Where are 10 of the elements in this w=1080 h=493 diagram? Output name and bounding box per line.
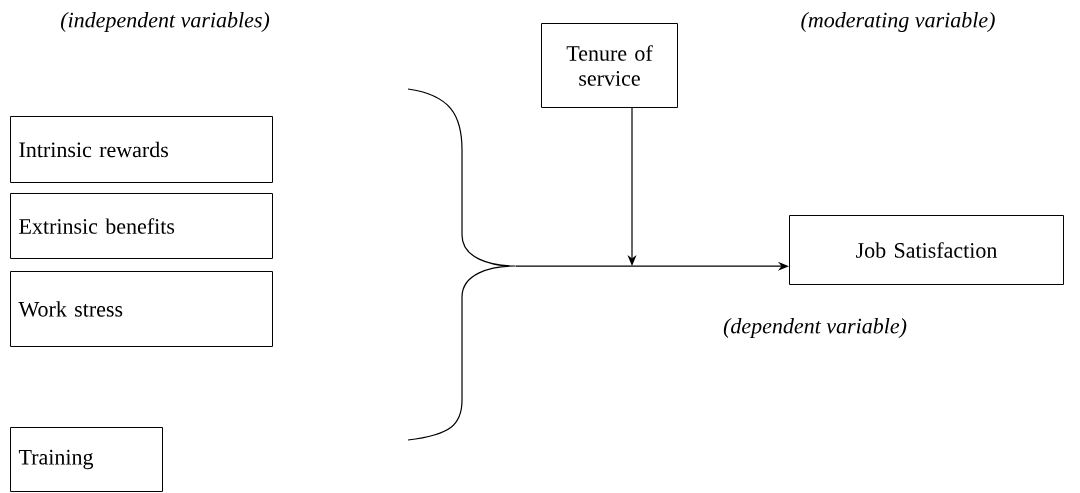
variable-type-label: (dependent variable) <box>723 318 907 338</box>
variable-box: Job Satisfaction <box>789 215 1064 285</box>
variable-box: Training <box>10 427 163 492</box>
variable-box: Intrinsic rewards <box>10 116 273 183</box>
brace <box>407 88 516 441</box>
variable-box: Work stress <box>10 271 273 347</box>
variable-box: Tenure of service <box>541 23 678 108</box>
variable-box: Extrinsic benefits <box>10 193 273 259</box>
variable-type-label: (independent variables) <box>61 12 270 32</box>
variable-type-label: (moderating variable) <box>801 12 995 32</box>
